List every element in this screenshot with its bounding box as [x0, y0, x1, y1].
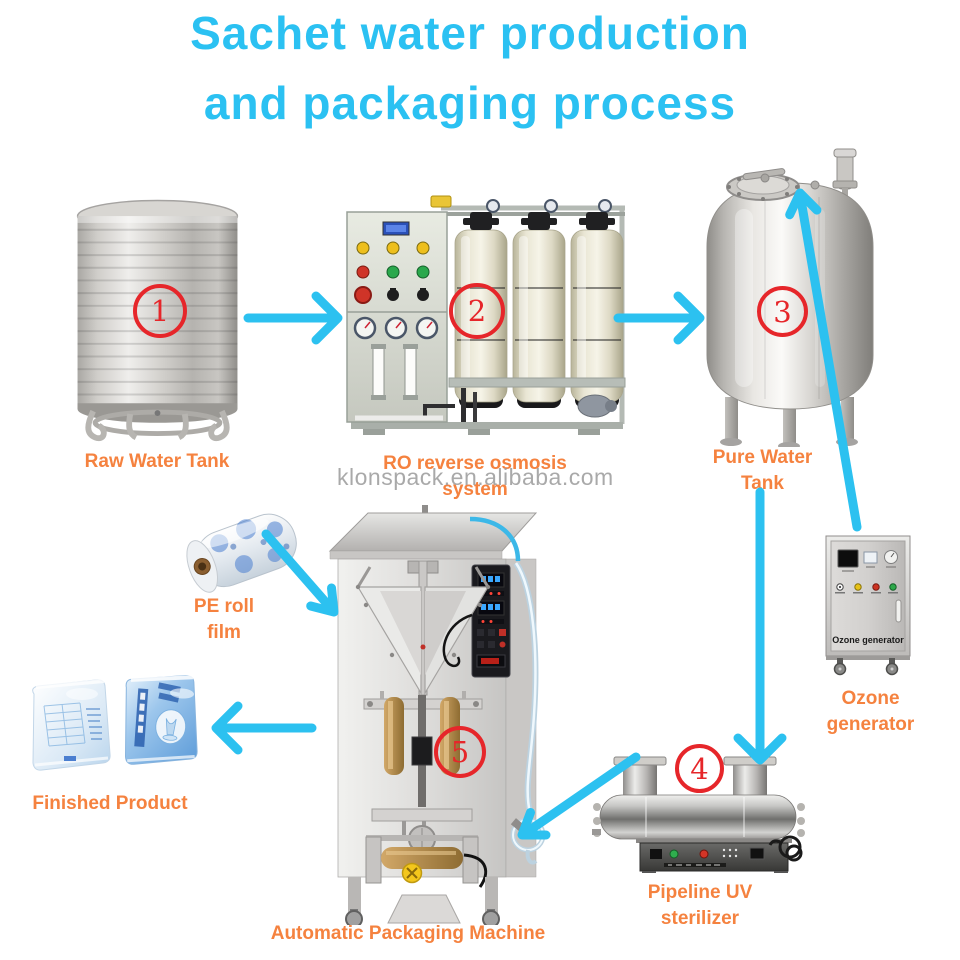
label-pure-water-tank-line2: Tank — [741, 473, 784, 494]
label-pe-roll-film: PE roll film — [168, 594, 280, 646]
arrow-raw-tank-to-ro — [243, 291, 343, 345]
label-ozone-generator-line1: Ozone — [841, 688, 900, 709]
label-raw-water-tank-text: Raw Water Tank — [84, 451, 230, 472]
label-ro-system-line2: system — [442, 479, 508, 500]
ozone-panel-text: Ozone generator — [832, 635, 904, 645]
label-uv-sterilizer-line2: sterilizer — [660, 908, 740, 929]
page-title-line2: and packaging process — [203, 77, 737, 129]
step-circle-1: 1 — [133, 284, 187, 338]
step-circle-4: 4 — [675, 744, 724, 793]
label-ozone-generator-line2: generator — [826, 714, 915, 735]
page-title-line1: Sachet water production — [190, 7, 750, 59]
label-uv-sterilizer: Pipeline UV sterilizer — [620, 880, 780, 932]
packaging-machine-image — [322, 505, 547, 928]
label-pe-roll-film-line2: film — [207, 622, 241, 643]
ozone-generator-image: Ozone generator — [820, 530, 920, 680]
label-raw-water-tank: Raw Water Tank — [57, 449, 257, 475]
step-number-4: 4 — [690, 751, 709, 786]
step-circle-2: 2 — [449, 283, 505, 339]
step-circle-5: 5 — [434, 726, 486, 778]
watermark: klonspack.en.alibaba.com — [337, 464, 614, 490]
step-number-5: 5 — [450, 735, 470, 769]
step-number-2: 2 — [467, 294, 487, 328]
label-uv-sterilizer-line1: Pipeline UV — [647, 882, 753, 903]
step-number-1: 1 — [150, 294, 170, 328]
label-pe-roll-film-line1: PE roll — [193, 596, 255, 617]
finished-product-image — [20, 662, 205, 784]
label-packaging-machine-text: Automatic Packaging Machine — [270, 923, 546, 944]
label-finished-product-text: Finished Product — [32, 793, 188, 814]
label-pure-water-tank: Pure Water Tank — [690, 445, 835, 497]
label-ro-system-line1: RO reverse osmosis — [383, 453, 567, 474]
label-finished-product: Finished Product — [15, 791, 205, 817]
label-ozone-generator: Ozone generator — [808, 686, 933, 738]
arrow-ro-to-pure-tank — [613, 291, 705, 345]
label-ro-system: RO reverse osmosis system — [350, 451, 600, 503]
step-circle-3: 3 — [757, 286, 808, 337]
step-number-3: 3 — [773, 294, 792, 329]
arrow-machine-to-finished-product — [211, 701, 317, 755]
ro-system-image — [343, 192, 630, 448]
label-pure-water-tank-line1: Pure Water — [712, 447, 813, 468]
arrow-pure-tank-to-uv — [733, 487, 787, 765]
label-packaging-machine: Automatic Packaging Machine — [248, 921, 568, 947]
